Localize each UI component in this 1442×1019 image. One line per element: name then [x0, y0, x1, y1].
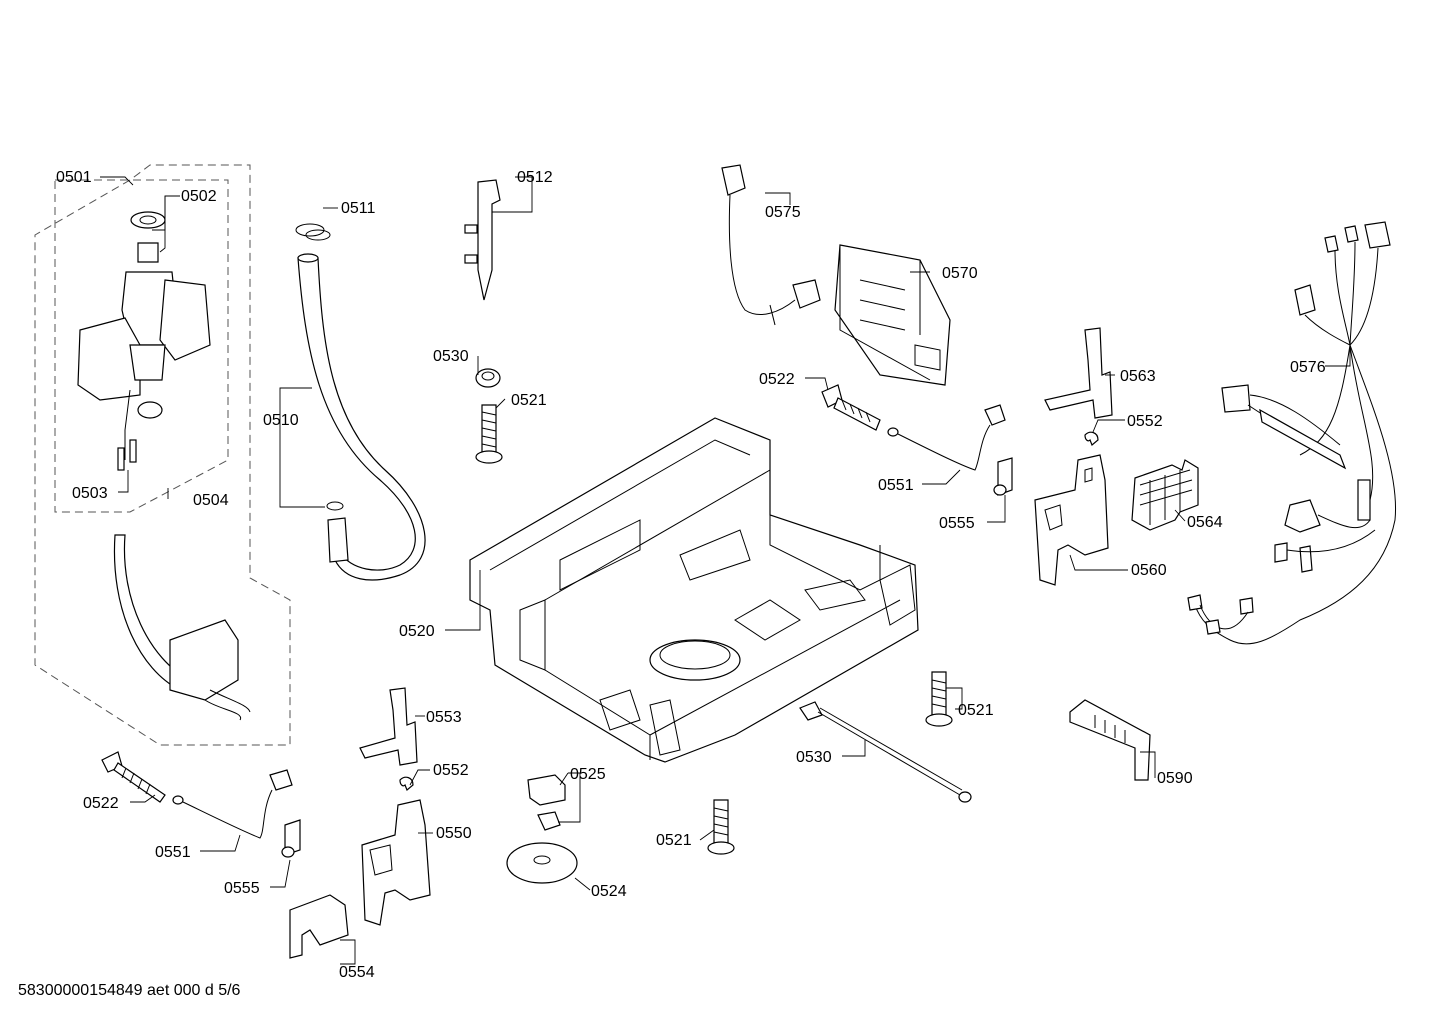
label-0501: 0501 — [56, 169, 92, 186]
inlet-valve-part — [77, 211, 211, 471]
label-0522-left: 0522 — [83, 795, 119, 812]
sensor-cable-0551-left — [172, 769, 293, 839]
label-0552-right: 0552 — [1127, 413, 1163, 430]
bracket-0563 — [1044, 327, 1113, 419]
disc-0524 — [506, 842, 578, 884]
control-module-0570 — [834, 244, 951, 386]
label-0504: 0504 — [193, 492, 229, 509]
foot-screw-0521-right — [925, 671, 953, 727]
label-0551-right: 0551 — [878, 477, 914, 494]
label-0575: 0575 — [765, 204, 801, 221]
part-labels: 0501 0502 0503 0504 0510 0511 0512 0530 … — [56, 169, 1326, 981]
drawing-reference-footer: 58300000154849 aet 000 d 5/6 — [18, 982, 241, 999]
cage-0564 — [1131, 459, 1199, 531]
label-0530-lower: 0530 — [796, 749, 832, 766]
sensor-cable-0551-right — [887, 404, 1006, 471]
bracket-0550 — [361, 799, 431, 926]
rack-0590 — [1069, 699, 1151, 781]
label-0551-left: 0551 — [155, 844, 191, 861]
label-0530-top: 0530 — [433, 348, 469, 365]
wire-harness-0576 — [1187, 221, 1397, 645]
label-0552-left: 0552 — [433, 762, 469, 779]
leader-lines — [100, 176, 1351, 965]
label-0553: 0553 — [426, 709, 462, 726]
rod-0530-lower — [799, 701, 972, 803]
label-0521-bottom: 0521 — [656, 832, 692, 849]
label-0555-right: 0555 — [939, 515, 975, 532]
drain-hose-0510 — [295, 223, 426, 581]
nut-0530-top — [475, 368, 501, 388]
clip-0552-left — [399, 776, 414, 791]
label-0521-right: 0521 — [958, 702, 994, 719]
label-0522-top: 0522 — [759, 371, 795, 388]
bracket-0554 — [289, 894, 349, 959]
inlet-hose-0504 — [113, 534, 251, 721]
foot-screw-0521-bottom — [707, 799, 735, 855]
label-0563: 0563 — [1120, 368, 1156, 385]
label-0503: 0503 — [72, 485, 108, 502]
label-0570: 0570 — [942, 265, 978, 282]
power-cord-0575 — [721, 164, 821, 326]
clip-0552-right — [1084, 431, 1099, 446]
label-0590: 0590 — [1157, 770, 1193, 787]
label-0520: 0520 — [399, 623, 435, 640]
spring-0522-top — [821, 384, 881, 431]
bracket-0560 — [1034, 454, 1109, 586]
label-0502: 0502 — [181, 188, 217, 205]
label-0564: 0564 — [1187, 514, 1223, 531]
base-tub-0520 — [469, 417, 919, 763]
holder-0525 — [527, 774, 566, 831]
assembly-outline-0501 — [34, 164, 291, 746]
clip-0555-right — [993, 457, 1013, 496]
clip-0555-left — [281, 819, 301, 858]
label-0511: 0511 — [341, 200, 376, 217]
label-0576: 0576 — [1290, 359, 1326, 376]
label-0525: 0525 — [570, 766, 606, 783]
bracket-0553 — [359, 687, 418, 766]
label-0521-top: 0521 — [511, 392, 547, 409]
label-0554: 0554 — [339, 964, 375, 981]
label-0512: 0512 — [517, 169, 553, 186]
label-0555-left: 0555 — [224, 880, 260, 897]
label-0550: 0550 — [436, 825, 472, 842]
label-0524: 0524 — [591, 883, 627, 900]
clip-0512 — [464, 179, 501, 301]
label-0510: 0510 — [263, 412, 299, 429]
spring-0522-left — [101, 751, 166, 803]
label-0560: 0560 — [1131, 562, 1167, 579]
foot-screw-0521-top — [475, 404, 503, 464]
